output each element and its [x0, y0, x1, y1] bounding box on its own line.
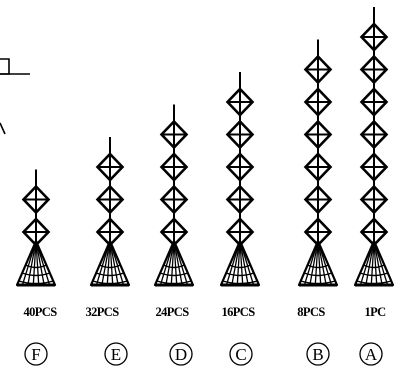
letter-label: E [111, 345, 121, 364]
diamond-bead [303, 184, 333, 215]
circled-letter: E [104, 342, 128, 366]
ornament-column [219, 72, 261, 287]
circled-letter: B [306, 342, 330, 366]
letter-label: A [365, 345, 378, 364]
diamond-bead [225, 119, 255, 150]
diamond-bead [159, 152, 189, 182]
quantity-label: 8PCS [297, 305, 325, 319]
fan-pendant [219, 239, 261, 287]
fan-pendant [15, 239, 57, 287]
diamond-bead [95, 152, 125, 182]
diamond-bead [303, 152, 333, 182]
quantity-label: 1PC [364, 305, 386, 319]
diamond-bead [225, 87, 255, 117]
diamond-bead [95, 184, 125, 215]
diamond-bead [303, 119, 333, 150]
circled-letter: A [359, 342, 383, 366]
ornament-column [353, 7, 395, 287]
diamond-bead [359, 54, 389, 85]
quantity-label: 40PCS [23, 305, 57, 319]
diamond-bead [159, 184, 189, 215]
ornament-column [153, 104, 195, 287]
letter-label: B [312, 345, 323, 364]
fan-pendant [89, 239, 131, 287]
diamond-bead [159, 119, 189, 150]
diamond-bead [303, 87, 333, 117]
diamond-bead [21, 184, 51, 215]
fan-pendant [153, 239, 195, 287]
diamond-bead [359, 119, 389, 150]
letter-label: C [235, 345, 246, 364]
letter-label: D [175, 345, 187, 364]
quantity-label: 32PCS [85, 305, 119, 319]
diamond-bead [225, 152, 255, 182]
diamond-bead [359, 22, 389, 52]
ornament-column [297, 39, 339, 287]
circled-letter: D [169, 342, 193, 366]
letter-label: F [31, 345, 40, 364]
diamond-bead [359, 184, 389, 215]
ornament-column [89, 137, 131, 287]
diamond-bead [359, 152, 389, 182]
dimension-mark [0, 58, 30, 135]
ornament-column [15, 169, 57, 287]
fan-pendant [353, 239, 395, 287]
quantity-label: 24PCS [155, 305, 189, 319]
diamond-bead [225, 184, 255, 215]
diamond-bead [303, 54, 333, 85]
quantity-label: 16PCS [221, 305, 255, 319]
circled-letter: F [24, 342, 48, 366]
fan-pendant [297, 239, 339, 287]
diamond-bead [359, 87, 389, 117]
circled-letter: C [229, 342, 253, 366]
